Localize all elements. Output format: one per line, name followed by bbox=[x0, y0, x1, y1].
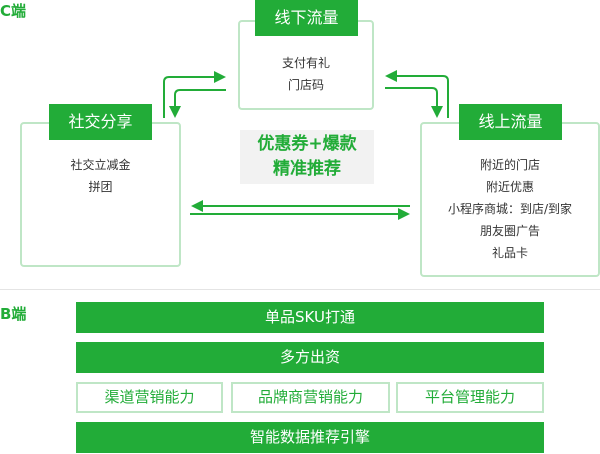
online-traffic-title: 线上流量 bbox=[459, 104, 562, 140]
social-share-items: 社交立减金 拼团 bbox=[20, 154, 181, 198]
arrow-social-to-offline bbox=[163, 71, 226, 118]
brand-capability: 品牌商营销能力 bbox=[231, 382, 390, 413]
arrow-online-to-offline bbox=[385, 70, 449, 118]
channel-capability: 渠道营销能力 bbox=[76, 382, 223, 413]
online-traffic-items: 附近的门店 附近优惠 小程序商城：到店/到家 朋友圈广告 礼品卡 bbox=[420, 154, 600, 264]
list-item: 门店码 bbox=[287, 78, 324, 92]
b-side-label: B端 bbox=[0, 305, 27, 323]
center-line-2: 精准推荐 bbox=[273, 159, 341, 179]
center-line-1: 优惠券+爆款 bbox=[257, 134, 357, 154]
list-item: 社交立减金 bbox=[70, 158, 131, 172]
offline-traffic-title: 线下流量 bbox=[255, 0, 358, 36]
flow-arrows bbox=[163, 70, 449, 220]
arrow-offline-to-online bbox=[385, 87, 443, 118]
list-item: 小程序商城：到店/到家 bbox=[447, 202, 573, 216]
funding-layer: 多方出资 bbox=[76, 342, 544, 373]
list-item: 支付有礼 bbox=[281, 56, 330, 70]
online-traffic-box bbox=[420, 122, 600, 277]
engine-layer: 智能数据推荐引擎 bbox=[76, 422, 544, 453]
list-item: 礼品卡 bbox=[491, 246, 528, 260]
section-divider bbox=[0, 289, 600, 290]
center-highlight: 优惠券+爆款 精准推荐 bbox=[240, 130, 374, 184]
c-side-label: C端 bbox=[0, 2, 27, 20]
list-item: 附近优惠 bbox=[485, 180, 534, 194]
social-share-title: 社交分享 bbox=[49, 104, 152, 140]
list-item: 朋友圈广告 bbox=[479, 224, 540, 238]
sku-layer: 单品SKU打通 bbox=[76, 302, 544, 333]
offline-traffic-items: 支付有礼 门店码 bbox=[238, 52, 374, 96]
arrow-offline-to-social bbox=[169, 89, 226, 118]
platform-capability: 平台管理能力 bbox=[396, 382, 544, 413]
list-item: 拼团 bbox=[88, 180, 113, 194]
social-share-box bbox=[20, 122, 181, 267]
list-item: 附近的门店 bbox=[479, 158, 540, 172]
